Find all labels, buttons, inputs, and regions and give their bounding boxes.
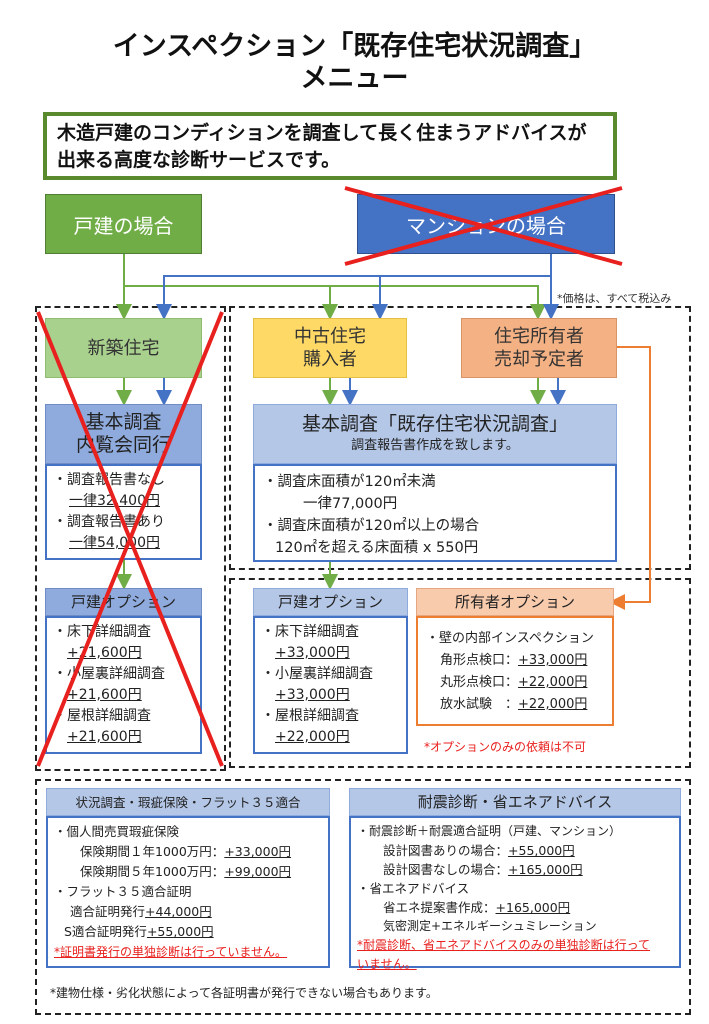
page-title-line1: インスペクション「既存住宅状況調査」 (112, 31, 597, 62)
owner-option-title: 所有者オプション (416, 588, 614, 616)
owner-seller-header: 住宅所有者 売却予定者 (461, 318, 617, 378)
warranty-row-1: 保険期間１年1000万円：+33,000円 (54, 842, 322, 862)
warranty-row-4-label: S適合証明発行 (64, 924, 147, 939)
seismic-note-1: *耐震診断、省エネアドバイスのみの単独診断は行って (357, 938, 651, 952)
house-option-line-3: ・屋根詳細調査 (261, 708, 359, 724)
new-house-option-title: 戸建オプション (45, 588, 202, 616)
seismic-row-2-label: 設計図書なしの場合： (383, 862, 509, 877)
basic-survey-line-4: 120㎡を超える床面積 x 550円 (275, 540, 479, 556)
seismic-row-3: 省エネ提案書作成：+165,000円 (357, 898, 673, 917)
new-house-header: 新築住宅 (45, 318, 202, 378)
owner-option-row-3-label: 放水試験 ： (440, 697, 519, 712)
footer-note: *建物仕様・劣化状態によって各証明書が発行できない場合もあります。 (50, 986, 438, 1000)
seismic-line-2: ・省エネアドバイス (357, 881, 470, 896)
basic-survey-line-3: ・調査床面積が120㎡以上の場合 (263, 518, 480, 534)
basic-survey-line-2: 一律77,000円 (303, 496, 398, 512)
new-option-line-3: ・屋根詳細調査 (53, 708, 151, 724)
tax-note: *価格は、すべて税込み (557, 292, 672, 305)
page-title-line2: メニュー (300, 63, 409, 94)
owner-option-row-3: 放水試験 ：+22,000円 (426, 694, 604, 716)
owner-option-note: *オプションのみの依頼は不可 (424, 740, 587, 754)
seismic-line-1: ・耐震診断＋耐震適合証明（戸建、マンション） (357, 824, 622, 838)
owner-option-row-2: 丸形点検口：+22,000円 (426, 672, 604, 694)
owner-option-line-1: ・壁の内部インスペクション (426, 631, 594, 646)
seismic-row-2: 設計図書なしの場合：+165,000円 (357, 860, 673, 879)
warranty-row-1-label: 保険期間１年1000万円： (80, 844, 225, 859)
warranty-row-1-price: +33,000円 (224, 844, 292, 859)
owner-option-box: ・壁の内部インスペクション 角形点検口：+33,000円 丸形点検口：+22,0… (416, 616, 614, 726)
new-option-price-3: +21,600円 (67, 729, 142, 745)
mansion-cross-line-2 (344, 186, 623, 266)
warranty-note: *証明書発行の単独診断は行っていません。 (54, 945, 288, 959)
certificates-region (35, 779, 691, 1015)
house-option-line-2: ・小屋裏詳細調査 (261, 666, 373, 682)
basic-survey-box: ・調査床面積が120㎡未満 一律77,000円 ・調査床面積が120㎡以上の場合… (253, 464, 617, 562)
house-option-line-1: ・床下詳細調査 (261, 624, 359, 640)
warranty-title: 状況調査・瑕疵保険・フラット３５適合 (46, 788, 330, 816)
basic-survey-title: 基本調査「既存住宅状況調査」 (301, 413, 568, 435)
intro-box: 木造戸建のコンディションを調査して長く住まうアドバイスが出来る高度な診断サービス… (43, 112, 617, 180)
owner-option-row-1-price: +33,000円 (518, 653, 588, 668)
warranty-row-3-label: 適合証明発行 (70, 904, 146, 919)
seismic-row-2-price: +165,000円 (508, 862, 583, 877)
house-option-title: 戸建オプション (253, 588, 408, 616)
warranty-row-2-price: +99,000円 (224, 864, 292, 879)
owner-option-row-2-label: 丸形点検口： (440, 675, 519, 690)
used-buyer-header: 中古住宅 購入者 (253, 318, 407, 378)
seismic-note-2: いません。 (357, 957, 417, 971)
warranty-line-1: ・個人間売買瑕疵保険 (54, 824, 180, 839)
seismic-row-3-label: 省エネ提案書作成： (383, 900, 496, 915)
new-option-line-2: ・小屋裏詳細調査 (53, 666, 165, 682)
seismic-title: 耐震診断・省エネアドバイス (349, 788, 681, 816)
warranty-row-3: 適合証明発行+44,000円 (54, 902, 322, 922)
owner-option-row-1-label: 角形点検口： (440, 653, 519, 668)
new-house-price-2: 一律54,000円 (69, 535, 160, 551)
warranty-row-4-price: +55,000円 (146, 924, 214, 939)
new-option-price-2: +21,600円 (67, 687, 142, 703)
new-house-line-1: ・調査報告書なし (53, 472, 165, 488)
seismic-row-1: 設計図書ありの場合：+55,000円 (357, 841, 673, 860)
basic-survey-header: 基本調査「既存住宅状況調査」 調査報告書作成を致します。 (253, 404, 617, 464)
new-house-basic-title: 基本調査 内覧会同行 (45, 404, 202, 464)
new-house-cross-line-2 (36, 311, 224, 767)
warranty-row-2-label: 保険期間５年1000万円： (80, 864, 225, 879)
house-option-price-1: +33,000円 (275, 645, 350, 661)
seismic-row-1-price: +55,000円 (508, 843, 575, 858)
new-option-line-1: ・床下詳細調査 (53, 624, 151, 640)
warranty-row-4: S適合証明発行+55,000円 (54, 922, 322, 942)
warranty-row-2: 保険期間５年1000万円：+99,000円 (54, 862, 322, 882)
basic-survey-subtitle: 調査報告書作成を致します。 (351, 438, 519, 453)
seismic-row-3-price: +165,000円 (495, 900, 571, 915)
house-option-price-3: +22,000円 (275, 729, 350, 745)
basic-survey-line-1: ・調査床面積が120㎡未満 (263, 474, 436, 490)
seismic-line-3: 気密測定+エネルギーシュミレーション (383, 919, 597, 933)
warranty-line-2: ・フラット３５適合証明 (54, 884, 192, 899)
owner-option-row-2-price: +22,000円 (518, 675, 588, 690)
seismic-row-1-label: 設計図書ありの場合： (383, 843, 509, 858)
warranty-box: ・個人間売買瑕疵保険 保険期間１年1000万円：+33,000円 保険期間５年1… (46, 816, 330, 968)
owner-option-row-3-price: +22,000円 (518, 697, 588, 712)
used-house-region (229, 306, 691, 570)
house-option-box: ・床下詳細調査 +33,000円 ・小屋裏詳細調査 +33,000円 ・屋根詳細… (253, 616, 408, 754)
house-option-price-2: +33,000円 (275, 687, 350, 703)
warranty-row-3-price: +44,000円 (145, 904, 212, 919)
options-region (229, 578, 691, 768)
house-category: 戸建の場合 (45, 194, 202, 254)
seismic-box: ・耐震診断＋耐震適合証明（戸建、マンション） 設計図書ありの場合：+55,000… (349, 816, 681, 971)
owner-option-row-1: 角形点検口：+33,000円 (426, 650, 604, 672)
